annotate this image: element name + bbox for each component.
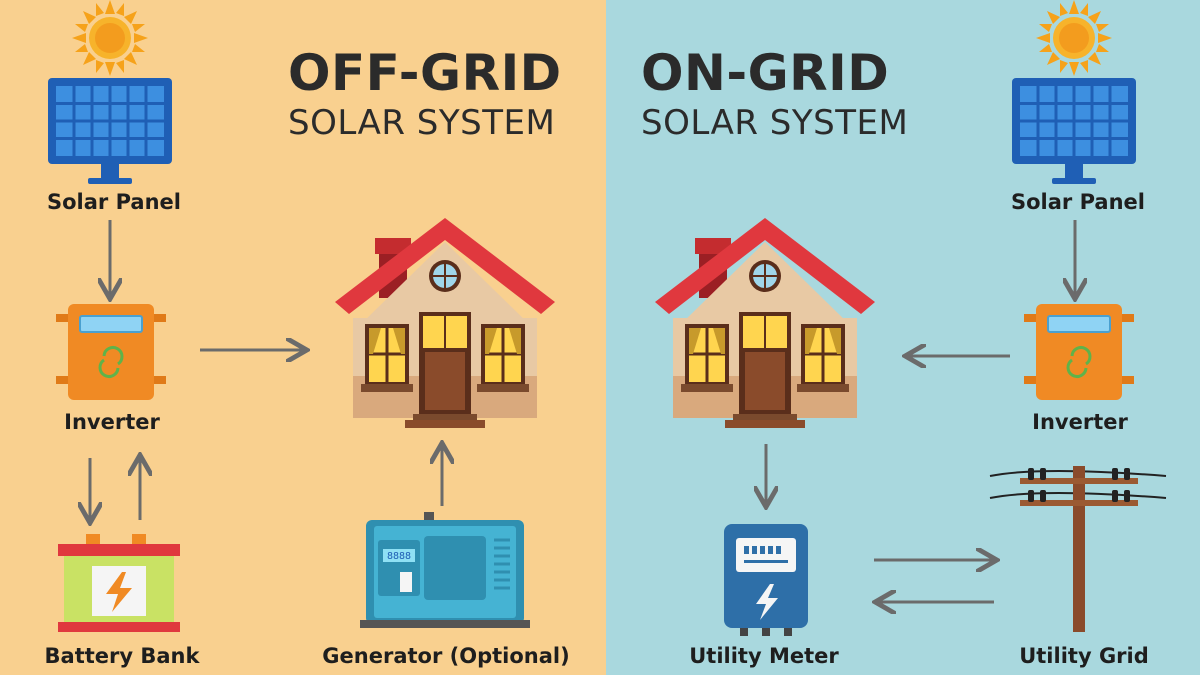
off-grid-title-line1: OFF-GRID [288,44,562,102]
off-grid-title-line2: SOLAR SYSTEM [288,103,556,143]
utility-pole-icon [989,466,1167,632]
on-grid-title-line2: SOLAR SYSTEM [641,103,909,143]
solar-panel-label: Solar Panel [47,190,181,214]
off-grid-title: OFF-GRID SOLAR SYSTEM [288,48,562,140]
generator-label: Generator (Optional) [322,644,570,668]
solar-panel-icon-on-grid [1010,76,1138,186]
house-icon-on-grid [655,218,875,428]
utility-meter-label: Utility Meter [689,644,839,668]
inverter-icon-on-grid [1022,302,1136,402]
on-grid-title: ON-GRID SOLAR SYSTEM [641,48,908,140]
sun-icon-on-grid [1036,0,1112,76]
solar-panel-icon [46,76,174,186]
on-grid-title-line1: ON-GRID [641,44,890,102]
battery-icon [58,534,180,632]
inverter-label: Inverter [64,410,160,434]
generator-display-text: 8888 [387,551,411,562]
utility-meter-icon [724,524,808,636]
sun-icon [72,0,148,76]
inverter-label-on-grid: Inverter [1032,410,1128,434]
inverter-icon [54,302,168,402]
solar-panel-label-on-grid: Solar Panel [1011,190,1145,214]
house-icon-off-grid [335,218,555,428]
battery-bank-label: Battery Bank [44,644,200,668]
utility-grid-label: Utility Grid [1019,644,1149,668]
generator-icon [360,512,530,628]
